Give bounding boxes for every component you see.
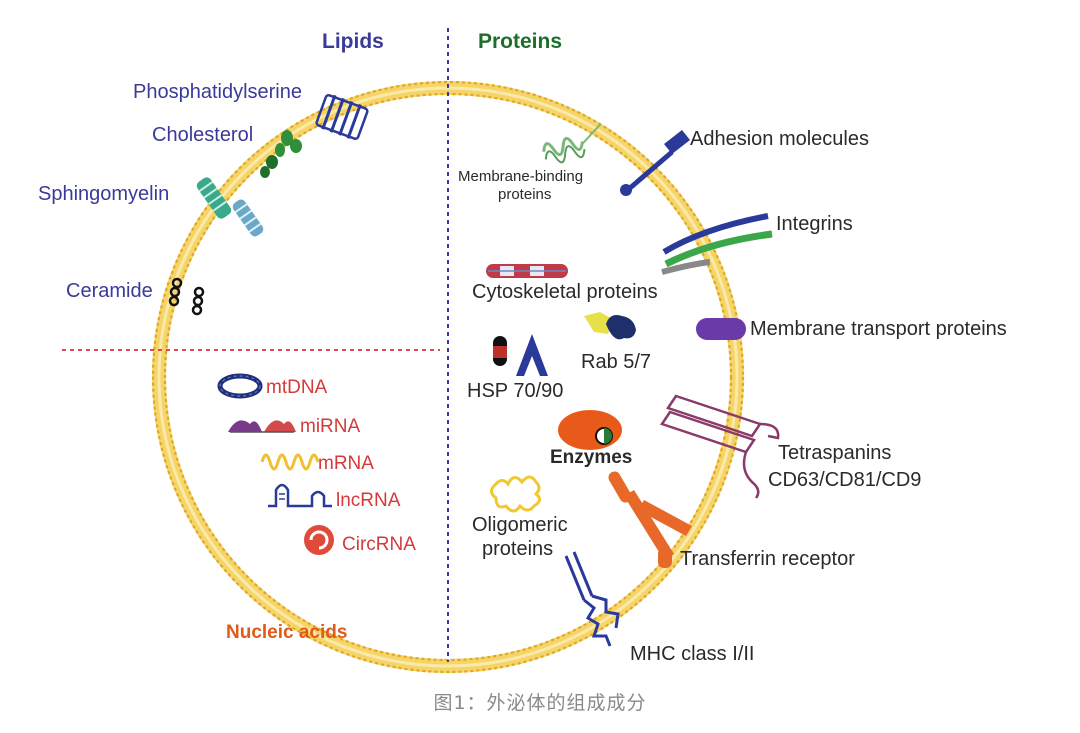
cytoskeletal-protein-icon xyxy=(486,264,568,278)
membrane-transport-label: Membrane transport proteins xyxy=(750,318,1007,340)
mtdna-icon xyxy=(217,373,263,399)
enzymes-label: Enzymes xyxy=(550,447,632,468)
membrane-transport-protein-icon xyxy=(696,318,746,340)
cholesterol-label: Cholesterol xyxy=(152,124,253,146)
enzyme-icon xyxy=(558,410,622,450)
rab-icon xyxy=(584,312,636,340)
adhesion-molecule-icon xyxy=(620,130,690,196)
tetraspanins-label-line1: Tetraspanins xyxy=(778,442,891,464)
lncrna-label: lncRNA xyxy=(336,490,401,511)
hsp-label: HSP 70/90 xyxy=(467,380,563,402)
oligomeric-protein-icon xyxy=(489,475,541,513)
transferrin-receptor-icon xyxy=(608,471,692,568)
exosome-diagram: Lipids Proteins Nucleic acids Phosphatid… xyxy=(38,28,1007,674)
sphingomyelin-label: Sphingomyelin xyxy=(38,183,169,205)
integrins-label: Integrins xyxy=(776,213,853,235)
cytoskeletal-label: Cytoskeletal proteins xyxy=(472,281,658,303)
membrane-binding-protein-icon xyxy=(542,123,602,164)
mhc-label: MHC class I/II xyxy=(630,643,754,665)
adhesion-label: Adhesion molecules xyxy=(690,128,869,150)
mirna-label: miRNA xyxy=(300,416,360,437)
sphingomyelin-icon xyxy=(196,177,232,219)
cholesterol-icon xyxy=(260,130,302,178)
proteins-header: Proteins xyxy=(478,30,562,53)
membrane-binding-label-line2: proteins xyxy=(498,186,551,203)
figure-caption: 图1：外泌体的组成成分 xyxy=(433,692,647,714)
phosphatidylserine-icon xyxy=(315,94,369,140)
lipids-header: Lipids xyxy=(322,30,384,53)
ceramide-icon xyxy=(168,277,205,316)
oligomeric-label-line2: proteins xyxy=(482,538,553,560)
circrna-label: CircRNA xyxy=(342,534,416,555)
mirna-icon xyxy=(228,420,296,433)
circrna-icon xyxy=(304,525,334,555)
mhc-icon xyxy=(564,551,620,647)
integrin-icon xyxy=(661,213,773,275)
mtdna-label: mtDNA xyxy=(266,377,328,398)
nucleic-acids-header: Nucleic acids xyxy=(226,622,347,643)
tetraspanin-icon xyxy=(660,394,780,499)
membrane-binding-label-line1: Membrane-binding xyxy=(458,168,583,185)
transferrin-label: Transferrin receptor xyxy=(680,548,855,570)
tetraspanins-label-line2: CD63/CD81/CD9 xyxy=(768,469,921,491)
phosphatidylserine-label: Phosphatidylserine xyxy=(133,81,302,103)
mrna-icon xyxy=(260,453,320,471)
oligomeric-label-line1: Oligomeric xyxy=(472,514,568,536)
rab-label: Rab 5/7 xyxy=(581,351,651,373)
sphingomyelin-icon-inner xyxy=(232,199,264,237)
hsp-icon xyxy=(493,334,548,376)
lncrna-icon xyxy=(268,483,332,508)
mrna-label: mRNA xyxy=(318,453,374,474)
ceramide-label: Ceramide xyxy=(66,280,153,302)
